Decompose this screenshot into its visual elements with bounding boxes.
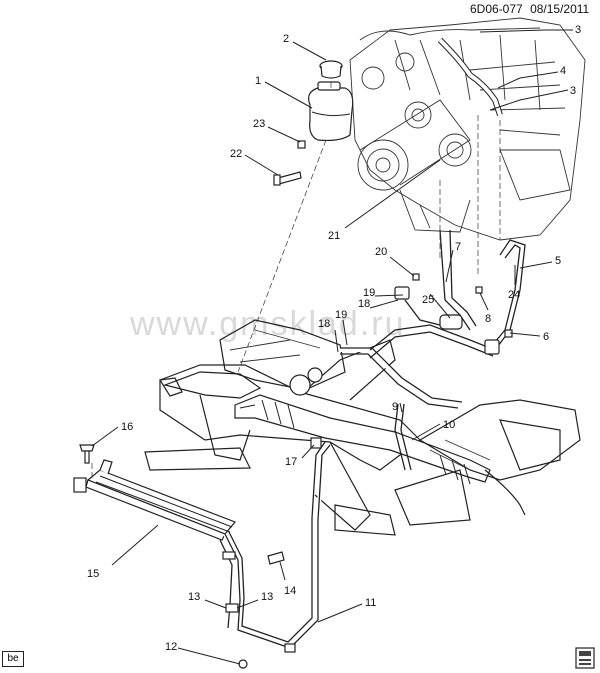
fastener-20	[412, 273, 420, 281]
diagram-date: 08/15/2011	[530, 2, 590, 16]
bolt-12	[238, 659, 248, 669]
callout-12: 12	[165, 641, 177, 653]
fluid-cooler	[73, 459, 236, 541]
fastener-8	[475, 286, 483, 294]
callout-21: 21	[328, 230, 340, 242]
callout-16: 16	[121, 421, 133, 433]
right-suspension	[394, 399, 581, 526]
callout-4: 4	[560, 65, 566, 77]
callout-11: 11	[365, 597, 376, 609]
diagram-code: 6D06-077 08/15/2011	[470, 2, 589, 16]
callout-14: 14	[284, 585, 296, 597]
callout-13a: 13	[188, 591, 200, 603]
callout-labels: 1 2 3 3 4 5 6 7 8 9 10 11 12 13 13 14 15…	[87, 24, 581, 653]
clamp-14	[267, 551, 285, 565]
subframe	[144, 319, 421, 536]
bolt-22	[273, 171, 302, 186]
reservoir-cap	[319, 60, 343, 79]
callout-10: 10	[443, 419, 455, 431]
bolt-23	[297, 140, 306, 149]
callout-24: 24	[508, 289, 520, 301]
callout-1: 1	[255, 75, 261, 87]
callout-3b: 3	[570, 85, 576, 97]
callout-8: 8	[485, 313, 491, 325]
diagram-code-text: 6D06-077	[470, 2, 523, 16]
callout-19b: 19	[335, 309, 347, 321]
fluid-reservoir	[308, 81, 354, 142]
callout-19a: 19	[363, 287, 375, 299]
fastener-17	[310, 437, 322, 449]
view-badge: be	[2, 651, 24, 667]
printer-icon[interactable]	[575, 647, 595, 669]
callout-7: 7	[455, 241, 461, 253]
engine-assembly	[349, 17, 586, 241]
callout-5: 5	[555, 255, 561, 267]
callout-6: 6	[543, 331, 549, 343]
callout-22: 22	[230, 148, 242, 160]
callout-18a: 18	[358, 298, 370, 310]
leader-lines	[91, 29, 573, 665]
pressure-hose	[340, 347, 463, 471]
bolt-16	[79, 444, 95, 464]
callout-17: 17	[285, 456, 297, 468]
callout-13b: 13	[261, 591, 273, 603]
upper-lines	[369, 229, 526, 359]
callout-9: 9	[392, 401, 398, 413]
phantom-lines	[91, 82, 501, 480]
callout-3a: 3	[575, 24, 581, 36]
callout-25: 25	[422, 294, 434, 306]
cooler-lines	[219, 441, 332, 653]
callout-2: 2	[283, 33, 289, 45]
callout-18b: 18	[318, 318, 330, 330]
callout-15: 15	[87, 568, 99, 580]
callout-23: 23	[253, 118, 265, 130]
steering-gear	[234, 367, 526, 516]
callout-20: 20	[375, 246, 387, 258]
watermark: www.gmsklad.ru	[129, 305, 406, 343]
